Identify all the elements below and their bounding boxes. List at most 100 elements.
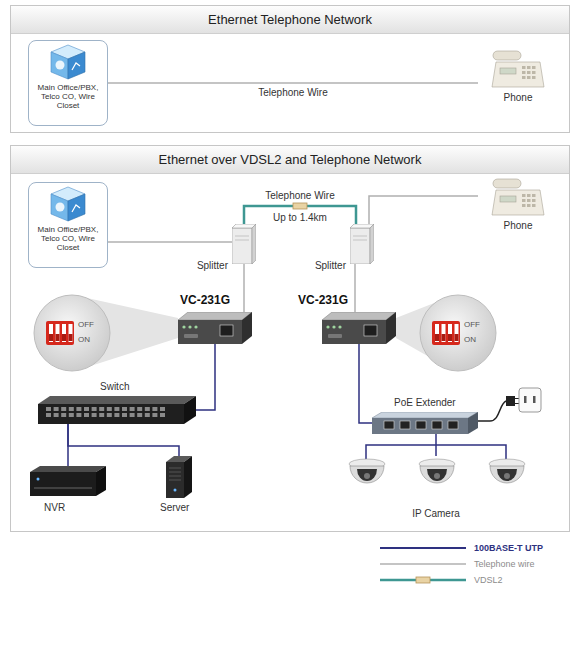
device-label: Splitter bbox=[315, 260, 346, 272]
device-label: VC-231G bbox=[298, 293, 348, 307]
vc-icon-part bbox=[386, 312, 396, 344]
dip-switch-label: ON bbox=[78, 335, 90, 345]
poe-icon-part bbox=[384, 421, 394, 429]
phone-icon-part bbox=[500, 196, 516, 202]
sw-icon-part bbox=[130, 413, 135, 417]
vdsl-converter: VC-231G bbox=[322, 312, 396, 344]
vc-icon-part bbox=[178, 320, 242, 344]
office-icon bbox=[29, 183, 107, 225]
poe-icon-part bbox=[432, 421, 442, 429]
nvr-icon-part bbox=[37, 478, 40, 481]
phone-icon-part bbox=[522, 76, 526, 79]
sw-icon-part bbox=[107, 407, 112, 411]
server-icon-part bbox=[184, 456, 192, 498]
phone-icon-part bbox=[522, 71, 526, 74]
sw-icon-part bbox=[137, 413, 142, 417]
legend-text: 100BASE-T UTP bbox=[474, 542, 543, 554]
cams-icon-part bbox=[497, 469, 517, 481]
legend-row: 100BASE-T UTP bbox=[380, 540, 543, 556]
phone-icon-part bbox=[522, 66, 526, 69]
dip-slot bbox=[442, 324, 446, 342]
dip-knob bbox=[455, 334, 459, 341]
splitter-device: Splitter bbox=[232, 224, 256, 264]
phone-icon: Phone bbox=[478, 40, 558, 120]
dip-knob bbox=[49, 334, 53, 341]
sw-icon-part bbox=[76, 407, 81, 411]
office-icon-part bbox=[68, 194, 85, 221]
vc-icon-part bbox=[188, 325, 191, 328]
phone-icon-part bbox=[532, 71, 536, 74]
sw-icon-part bbox=[184, 396, 196, 424]
server-icon-part bbox=[169, 476, 181, 477]
device-label: NVR bbox=[44, 502, 65, 514]
vc-icon-part bbox=[220, 325, 233, 336]
sw-icon-part bbox=[107, 413, 112, 417]
sw-icon-part bbox=[54, 407, 59, 411]
dip-slot bbox=[455, 324, 459, 342]
splitter-icon bbox=[350, 224, 374, 264]
device-label: Splitter bbox=[197, 260, 228, 272]
phone-icon-part bbox=[527, 194, 531, 197]
dip-callout-circle bbox=[420, 295, 496, 371]
sw-icon-part bbox=[84, 407, 89, 411]
nvr-icon-part bbox=[30, 466, 106, 472]
vc-icon-part bbox=[322, 312, 396, 320]
sw-icon-part bbox=[84, 413, 89, 417]
sw-icon-part bbox=[160, 413, 165, 417]
phone-icon-part bbox=[493, 179, 521, 188]
panel-heading: Ethernet over VDSL2 and Telephone Networ… bbox=[11, 146, 569, 174]
phone-icon-part bbox=[527, 76, 531, 79]
vc-icon-part bbox=[322, 320, 386, 344]
cams-icon-part bbox=[504, 473, 510, 479]
wall-socket bbox=[519, 388, 541, 412]
dip-knob bbox=[448, 334, 452, 341]
phone-icon-part bbox=[527, 71, 531, 74]
cams-icon-part bbox=[490, 466, 524, 483]
office-box: Main Office/PBX, Telco CO, Wire Closet bbox=[28, 182, 108, 268]
vc-icon-part bbox=[338, 325, 341, 328]
vc-icon bbox=[322, 312, 396, 344]
office-icon-part bbox=[68, 52, 85, 79]
dip-slot bbox=[49, 324, 53, 342]
device-label: Phone bbox=[478, 92, 558, 104]
splitter-device: Splitter bbox=[350, 224, 374, 264]
phone-icon-part bbox=[522, 194, 526, 197]
vc-icon-part bbox=[178, 312, 252, 320]
phone-icon-part bbox=[492, 62, 544, 87]
cams-icon bbox=[337, 456, 535, 508]
poe-icon bbox=[372, 412, 478, 434]
office-icon-part bbox=[56, 61, 65, 70]
sw-icon-part bbox=[46, 413, 51, 417]
dip-switch-label: OFF bbox=[78, 320, 94, 330]
cams-icon-part bbox=[364, 473, 370, 479]
panel-heading: Ethernet Telephone Network bbox=[11, 6, 569, 34]
office-icon-part bbox=[72, 63, 80, 70]
splitter-icon-part bbox=[252, 224, 256, 264]
wire-label: Telephone Wire bbox=[256, 87, 329, 99]
splitter-icon-part bbox=[350, 228, 370, 264]
camera-group: IP Camera bbox=[336, 456, 536, 530]
dip-slot bbox=[448, 324, 452, 342]
dip-switch-label: OFF bbox=[464, 320, 480, 330]
vdsl-converter: VC-231G bbox=[178, 312, 252, 344]
legend-text: Telephone wire bbox=[474, 558, 535, 570]
poe-icon-part bbox=[448, 421, 458, 429]
vdsl-marker bbox=[416, 577, 430, 583]
sw-icon-part bbox=[145, 407, 150, 411]
office-icon-part bbox=[56, 203, 65, 212]
cable-connector bbox=[354, 264, 356, 312]
dip-slot bbox=[69, 324, 73, 342]
sw-icon-part bbox=[114, 413, 119, 417]
poe-icon-part bbox=[416, 421, 426, 429]
device-label: VC-231G bbox=[180, 293, 230, 307]
sw-icon-part bbox=[38, 404, 184, 424]
sw-icon-part bbox=[61, 407, 66, 411]
sw-icon-part bbox=[114, 407, 119, 411]
phone-icon-part bbox=[527, 199, 531, 202]
poe-extender: PoE Extender bbox=[372, 412, 478, 434]
splitter-icon-part bbox=[232, 228, 252, 264]
splitter-icon-part bbox=[353, 236, 367, 240]
sw-icon-part bbox=[152, 407, 157, 411]
socket-slot bbox=[533, 396, 536, 403]
